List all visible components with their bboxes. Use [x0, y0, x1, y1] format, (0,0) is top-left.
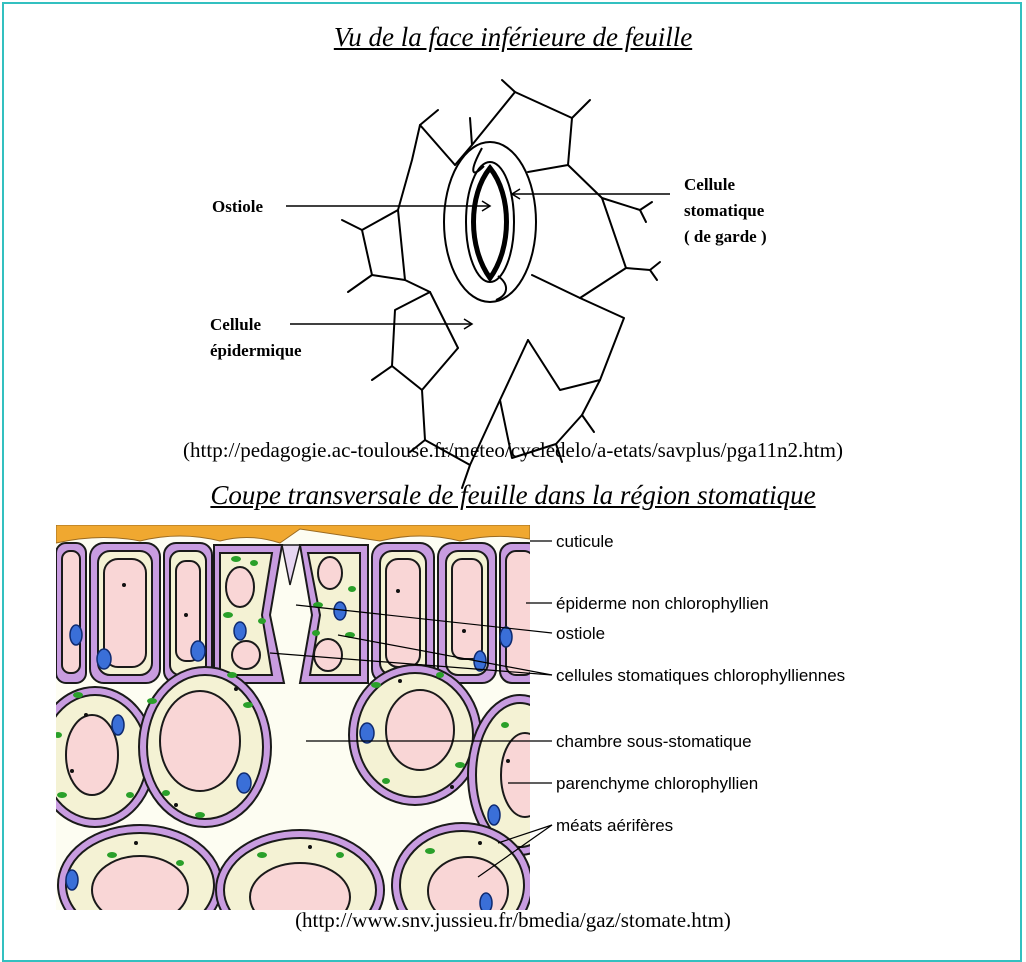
top-figure-source: (http://pedagogie.ac-toulouse.fr/meteo/c… [0, 438, 1026, 463]
bottom-figure-source: (http://www.snv.jussieu.fr/bmedia/gaz/st… [0, 908, 1026, 933]
label-substomatal-chamber: chambre sous-stomatique [556, 732, 752, 751]
label-epidermis: épiderme non chlorophyllien [556, 594, 769, 613]
top-figure-title: Vu de la face inférieure de feuille [0, 22, 1026, 53]
ostiole-opening [474, 168, 507, 278]
label-epidermal-1: Cellule [210, 315, 261, 334]
label-ostiole-section: ostiole [556, 624, 605, 643]
label-ostiole: Ostiole [212, 197, 263, 216]
label-guard-cell-3: ( de garde ) [684, 227, 767, 246]
label-guard-cell-2: stomatique [684, 201, 765, 220]
label-cuticle: cuticule [556, 532, 614, 551]
label-guard-cell-1: Cellule [684, 175, 735, 194]
label-air-spaces: méats aérifères [556, 816, 673, 835]
label-parenchyma: parenchyme chlorophyllien [556, 774, 758, 793]
label-epidermal-2: épidermique [210, 341, 302, 360]
label-guard-cells: cellules stomatiques chlorophylliennes [556, 666, 845, 685]
epidermal-cell-outlines [342, 80, 660, 488]
bottom-figure-title: Coupe transversale de feuille dans la ré… [0, 480, 1026, 511]
leaf-cross-section-diagram: cuticule épiderme non chlorophyllien ost… [0, 525, 1026, 925]
